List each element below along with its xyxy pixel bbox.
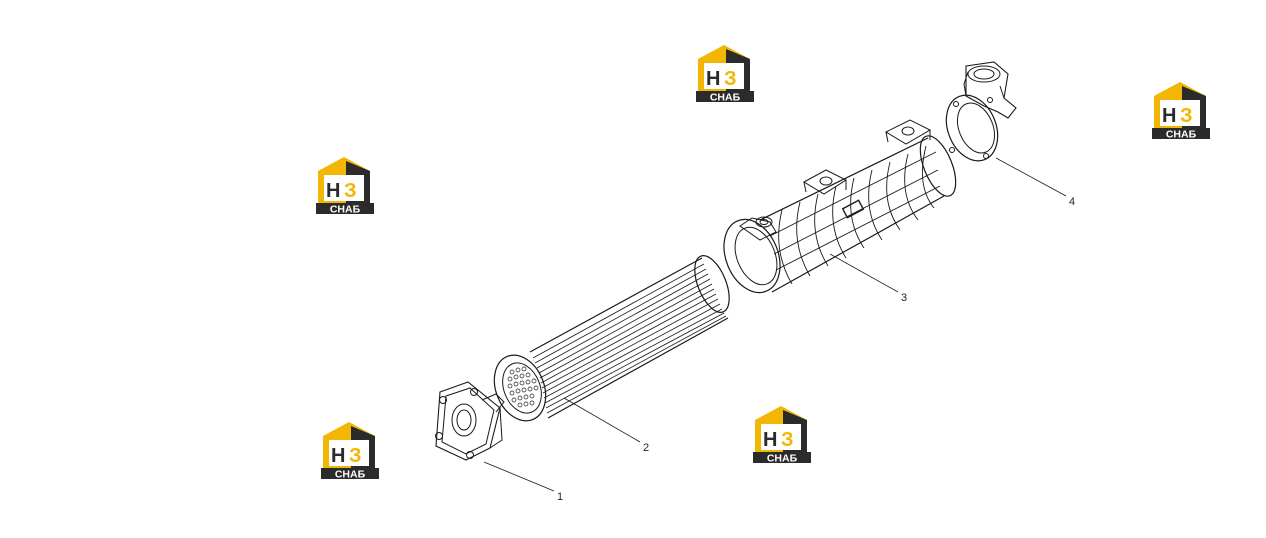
logo-word: СНАБ xyxy=(330,204,361,216)
watermark-logo: Н З СНАБ xyxy=(1150,80,1212,140)
watermark-logo: Н З СНАБ xyxy=(751,404,813,464)
logo-mark-left: Н xyxy=(1162,105,1176,127)
callout-2: 2 xyxy=(643,442,649,454)
logo-mark-right: З xyxy=(724,68,737,90)
logo-word: СНАБ xyxy=(710,92,741,104)
logo-word: СНАБ xyxy=(767,453,798,465)
part-4-rear-head xyxy=(945,61,1017,162)
logo-mark-right: З xyxy=(349,445,362,467)
logo-word: СНАБ xyxy=(335,469,366,481)
logo-mark-right: З xyxy=(781,429,794,451)
watermark-logo: Н З СНАБ xyxy=(319,420,381,480)
logo-mark-right: З xyxy=(344,180,357,202)
logo-mark-left: Н xyxy=(706,68,720,90)
watermark-logo: Н З СНАБ xyxy=(694,43,756,103)
logo-mark-right: З xyxy=(1180,105,1193,127)
leader-lines xyxy=(483,157,1067,492)
callout-4: 4 xyxy=(1069,196,1075,208)
logo-mark-left: Н xyxy=(763,429,777,451)
part-3-shell xyxy=(723,119,957,294)
logo-mark-left: Н xyxy=(331,445,345,467)
logo-word: СНАБ xyxy=(1166,129,1197,141)
part-1-end-cover xyxy=(435,381,505,461)
part-2-tube-bundle xyxy=(493,255,730,422)
callout-3: 3 xyxy=(901,292,907,304)
callout-1: 1 xyxy=(557,491,563,503)
logo-mark-left: Н xyxy=(326,180,340,202)
watermark-logo: Н З СНАБ xyxy=(314,155,376,215)
